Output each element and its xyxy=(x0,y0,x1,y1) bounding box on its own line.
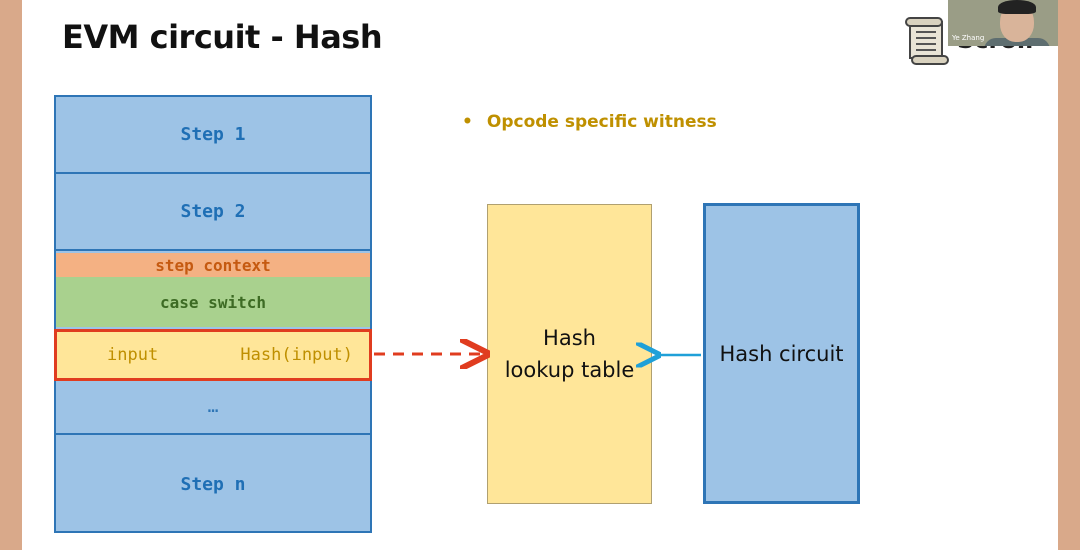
bullet-text: Opcode specific witness xyxy=(486,112,717,132)
evm-step-column: Step 1 Step 2 step context case switch i… xyxy=(54,95,372,533)
bullet-opcode-witness: • Opcode specific witness xyxy=(462,112,717,132)
lookup-table-line-2: lookup table xyxy=(504,358,635,382)
ellipsis-row: … xyxy=(207,395,219,417)
hash-input-label: Hash(input) xyxy=(240,345,353,365)
case-switch-row: case switch xyxy=(56,277,370,327)
step-n-row: Step n xyxy=(56,433,370,533)
bullet-dot: • xyxy=(462,112,473,132)
presenter-hair xyxy=(998,0,1036,14)
step-context-row: step context xyxy=(56,253,370,277)
slide: EVM circuit - Hash Scroll Ye Zhang Step … xyxy=(22,0,1058,550)
step-2-row: Step 2 xyxy=(56,174,370,251)
step-1-row: Step 1 xyxy=(56,97,370,174)
hash-circuit-box: Hash circuit xyxy=(703,203,860,504)
hash-circuit-label: Hash circuit xyxy=(719,341,844,366)
presenter-video[interactable]: Ye Zhang xyxy=(948,0,1058,46)
presenter-shirt xyxy=(984,38,1050,46)
diagram-arrows xyxy=(374,0,701,550)
hash-witness-row: input Hash(input) xyxy=(54,329,372,381)
hash-lookup-table-box: Hash lookup table xyxy=(487,204,652,504)
input-label: input xyxy=(107,345,159,365)
slide-title: EVM circuit - Hash xyxy=(62,18,383,56)
scroll-logo-icon xyxy=(905,17,949,65)
presenter-name: Ye Zhang xyxy=(952,34,985,42)
lookup-table-line-1: Hash xyxy=(543,326,596,350)
